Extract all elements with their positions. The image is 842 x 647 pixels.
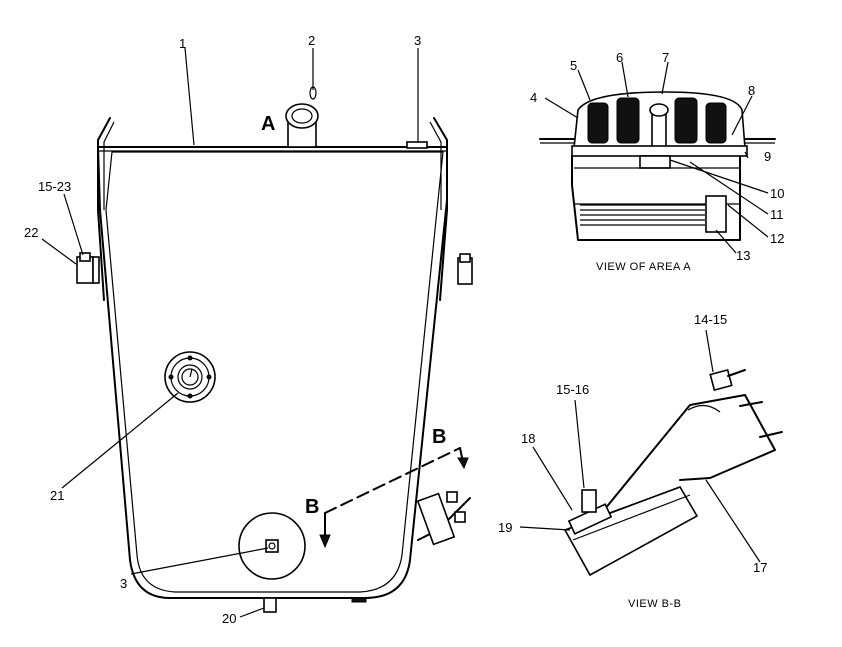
label-9: 9 <box>764 149 771 164</box>
top-vent-bar <box>406 141 428 149</box>
view-b-b <box>519 329 783 577</box>
label-2: 2 <box>308 33 315 48</box>
drain-plate <box>238 512 306 580</box>
label-15-23: 15-23 <box>38 179 71 194</box>
label-10: 10 <box>770 186 784 201</box>
label-15-16: 15-16 <box>556 382 589 397</box>
label-7: 7 <box>662 50 669 65</box>
view-area-a <box>539 61 776 254</box>
filler-neck <box>285 103 319 148</box>
label-3-bottom: 3 <box>120 576 127 591</box>
label-20: 20 <box>222 611 236 626</box>
label-12: 12 <box>770 231 784 246</box>
label-14-15: 14-15 <box>694 312 727 327</box>
right-mounting-bracket <box>429 117 473 301</box>
label-18: 18 <box>521 431 535 446</box>
label-1: 1 <box>179 36 186 51</box>
label-section-b-right: B <box>432 426 446 448</box>
section-line-b <box>319 447 469 549</box>
label-17: 17 <box>753 560 767 575</box>
label-4: 4 <box>530 90 537 105</box>
label-8: 8 <box>748 83 755 98</box>
label-21: 21 <box>50 488 64 503</box>
caption-view-area-a: VIEW OF AREA A <box>596 261 691 273</box>
fuel-gauge <box>164 351 216 403</box>
bottom-skid <box>351 597 367 603</box>
caption-view-b-b: VIEW B-B <box>628 598 682 610</box>
left-mounting-bracket <box>76 117 115 301</box>
label-11: 11 <box>770 207 784 222</box>
leader-lines-main <box>41 47 419 618</box>
label-section-b-left: B <box>305 496 319 518</box>
bottom-clip <box>263 597 277 613</box>
label-6: 6 <box>616 50 623 65</box>
label-13: 13 <box>736 248 750 263</box>
label-19: 19 <box>498 520 512 535</box>
sender-unit <box>416 491 471 546</box>
label-3-top: 3 <box>414 33 421 48</box>
label-view-a-marker: A <box>261 113 275 135</box>
label-22: 22 <box>24 225 38 240</box>
label-5: 5 <box>570 58 577 73</box>
callout-labels: 1 2 3 A 15-23 22 21 3 20 B B 4 5 6 7 8 9… <box>24 33 784 626</box>
